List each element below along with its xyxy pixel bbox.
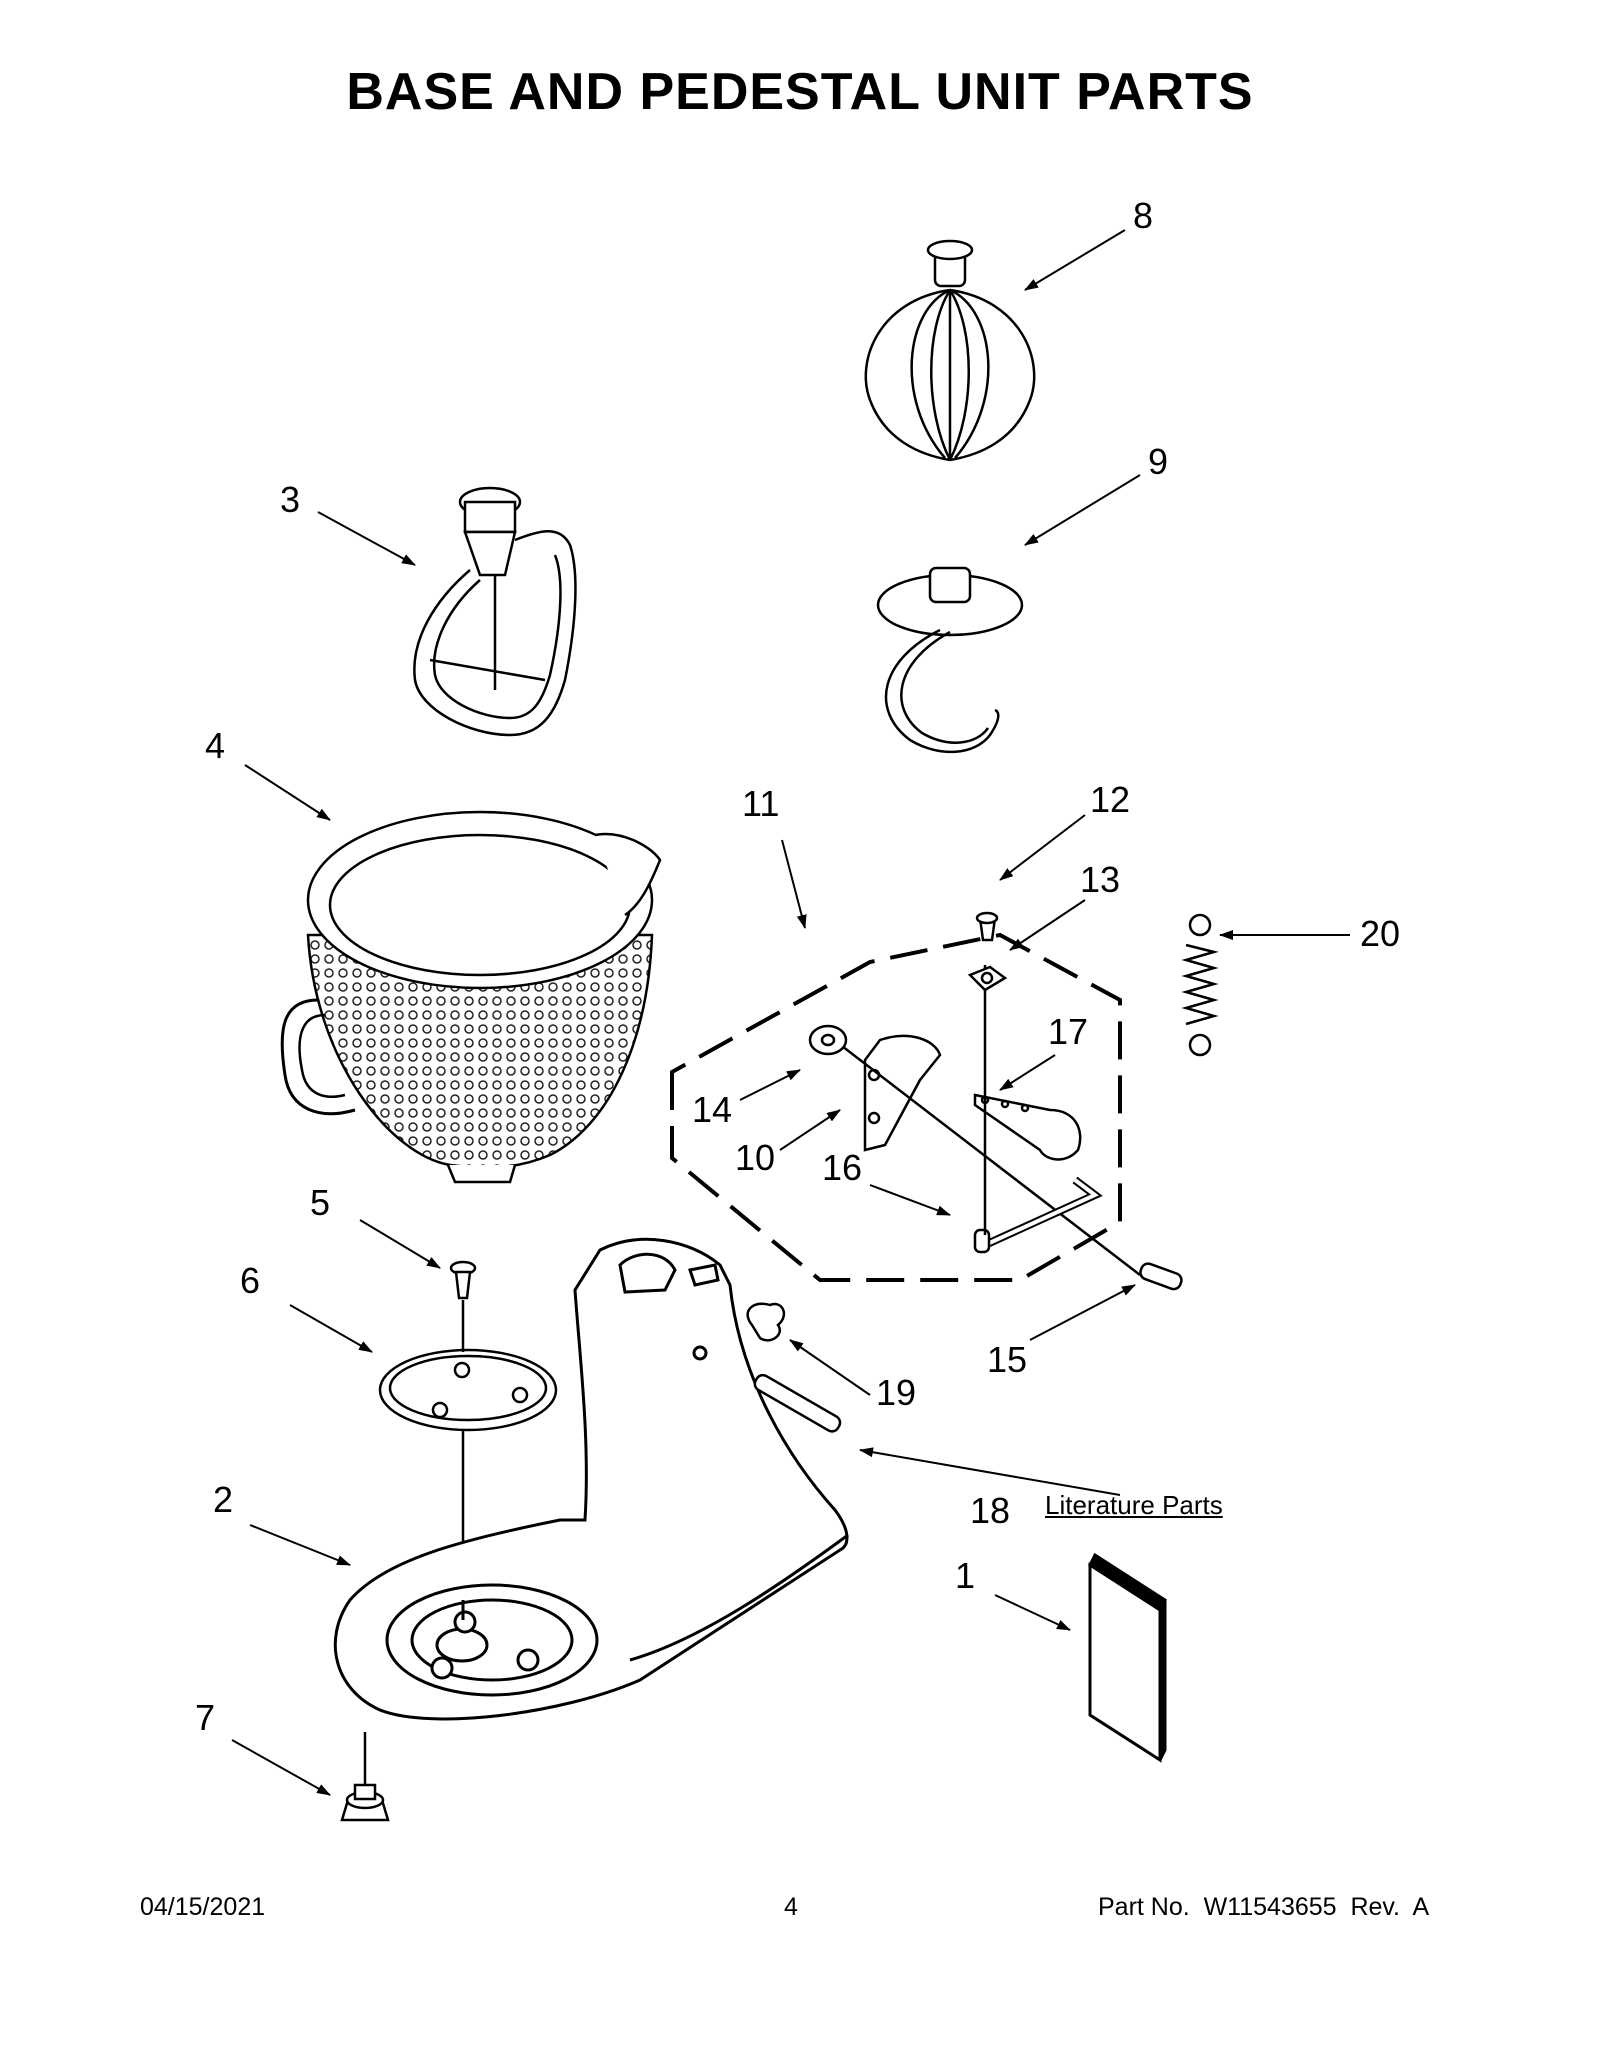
callout-7: 7 — [195, 1697, 216, 1738]
callout-2: 2 — [213, 1479, 234, 1520]
footer-date: 04/15/2021 — [140, 1893, 266, 1921]
pivot-pin-part — [752, 1373, 842, 1434]
rubber-foot-part — [342, 1732, 388, 1820]
callout-8: 8 — [1133, 195, 1154, 236]
hinge-assembly-outline — [672, 935, 1120, 1280]
footer-part-number: Part No. W11543655 Rev. A — [1098, 1893, 1430, 1921]
callout-10: 10 — [735, 1137, 776, 1178]
callout-9: 9 — [1148, 441, 1169, 482]
callout-20: 20 — [1360, 913, 1401, 954]
flat-beater-part — [414, 488, 575, 735]
leader-arrows — [232, 230, 1350, 1795]
callout-19: 19 — [876, 1372, 917, 1413]
callout-5: 5 — [310, 1182, 331, 1223]
hinge-parts — [810, 913, 1140, 1275]
callout-11: 11 — [742, 783, 780, 824]
callout-3: 3 — [280, 479, 301, 520]
dough-hook-part — [878, 568, 1022, 752]
footer-page-number: 4 — [784, 1893, 798, 1921]
pedestal-base-part — [335, 1239, 848, 1719]
callout-4: 4 — [205, 725, 226, 766]
page-title: BASE AND PEDESTAL UNIT PARTS — [346, 63, 1254, 121]
literature-booklet — [1090, 1555, 1165, 1760]
literature-parts-label: Literature Parts — [1045, 1490, 1223, 1520]
callout-15: 15 — [987, 1339, 1028, 1380]
callout-13: 13 — [1080, 859, 1121, 900]
callout-14: 14 — [692, 1089, 733, 1130]
wire-whip-part — [866, 241, 1034, 460]
callout-18: 18 — [970, 1490, 1011, 1531]
clip-part — [748, 1304, 784, 1341]
callout-12: 12 — [1090, 779, 1131, 820]
spring-part — [1186, 915, 1214, 1055]
hinge-pin-part — [1138, 1262, 1183, 1291]
screw-and-plate-parts — [380, 1262, 556, 1645]
callout-16: 16 — [822, 1147, 863, 1188]
callout-17: 17 — [1048, 1011, 1089, 1052]
callout-6: 6 — [240, 1260, 261, 1301]
callout-1: 1 — [955, 1555, 976, 1596]
mixing-bowl-part — [282, 812, 660, 1182]
